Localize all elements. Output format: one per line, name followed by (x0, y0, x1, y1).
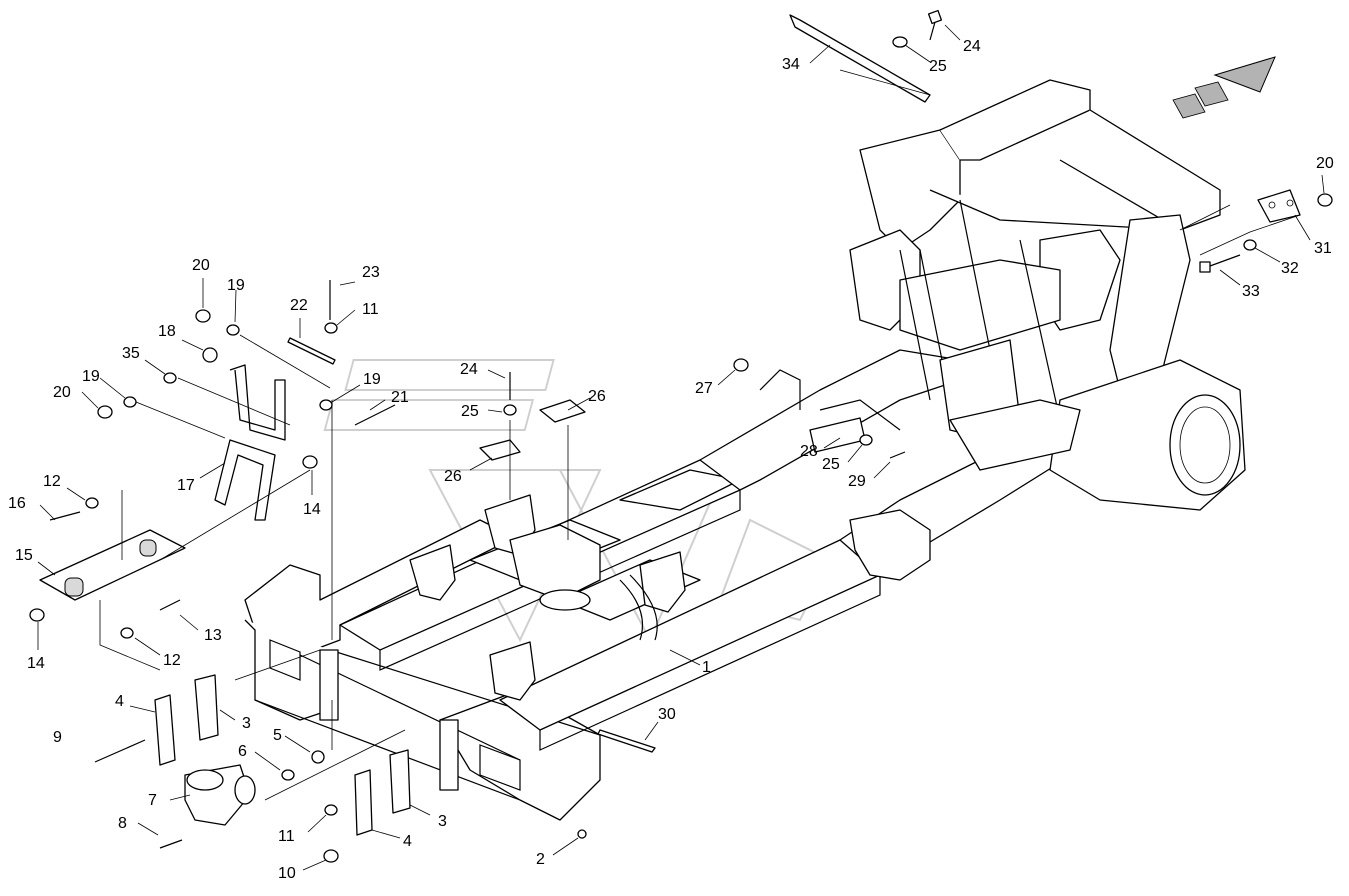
callout-12: 12 (43, 473, 61, 490)
callout-20: 20 (1316, 155, 1334, 172)
callout-12: 12 (163, 652, 181, 669)
callout-28: 28 (800, 443, 818, 460)
chassis-frame (244, 79, 1246, 821)
callout-3: 3 (438, 813, 447, 830)
callout-25: 25 (929, 58, 947, 75)
callout-25: 25 (822, 456, 840, 473)
callout-24: 24 (963, 38, 981, 55)
callout-3: 3 (242, 715, 251, 732)
callout-29: 29 (848, 473, 866, 490)
part-34-cover-strip (789, 14, 931, 103)
leader-lines (37, 24, 1325, 871)
callout-labels: 1 2 3 3 4 4 5 6 7 8 9 10 11 11 12 12 13 … (8, 38, 1334, 882)
callout-21: 21 (391, 389, 409, 406)
callout-16: 16 (8, 495, 26, 512)
part-22-link (287, 337, 336, 365)
callout-9: 9 (53, 729, 62, 746)
callout-8: 8 (118, 815, 127, 832)
callout-11: 11 (362, 301, 379, 318)
callout-11: 11 (278, 828, 295, 845)
callout-35: 35 (122, 345, 140, 362)
part-25-washer-top (892, 36, 908, 48)
callout-26: 26 (444, 468, 462, 485)
callout-2: 2 (536, 851, 545, 868)
callout-4: 4 (403, 833, 412, 850)
callout-19: 19 (82, 368, 100, 385)
callout-20: 20 (192, 257, 210, 274)
callout-23: 23 (362, 264, 380, 281)
callout-13: 13 (204, 627, 222, 644)
part-17-guard-bracket (214, 364, 286, 521)
callout-14: 14 (27, 655, 45, 672)
parts-3-4-pads (154, 674, 411, 836)
callout-22: 22 (290, 297, 308, 314)
callout-32: 32 (1281, 260, 1299, 277)
callout-5: 5 (273, 727, 282, 744)
callout-19: 19 (227, 277, 245, 294)
part-33-bolt-right (1199, 254, 1241, 273)
part-20-nut-right (1317, 193, 1333, 207)
small-fasteners (29, 280, 906, 863)
part-30-strip (597, 729, 656, 753)
callout-24: 24 (460, 361, 478, 378)
callout-15: 15 (15, 547, 33, 564)
callout-17: 17 (177, 477, 195, 494)
callout-31: 31 (1314, 240, 1332, 257)
part-15-mount-plate (39, 529, 186, 601)
callout-27: 27 (695, 380, 713, 397)
callout-26: 26 (588, 388, 606, 405)
forward-direction-arrow-icon (1172, 56, 1276, 119)
callout-1: 1 (702, 659, 711, 676)
callout-30: 30 (658, 706, 676, 723)
part-7-tow-hitch (184, 764, 256, 826)
callout-10: 10 (278, 865, 296, 882)
callout-18: 18 (158, 323, 176, 340)
callout-25: 25 (461, 403, 479, 420)
callout-4: 4 (115, 693, 124, 710)
callout-20: 20 (53, 384, 71, 401)
callout-6: 6 (238, 743, 247, 760)
callout-34: 34 (782, 56, 800, 73)
callout-14: 14 (303, 501, 321, 518)
callout-7: 7 (148, 792, 157, 809)
part-32-washer-right (1243, 239, 1257, 251)
part-24-bolt-top (927, 9, 943, 41)
callout-33: 33 (1242, 283, 1260, 300)
callout-19: 19 (363, 371, 381, 388)
